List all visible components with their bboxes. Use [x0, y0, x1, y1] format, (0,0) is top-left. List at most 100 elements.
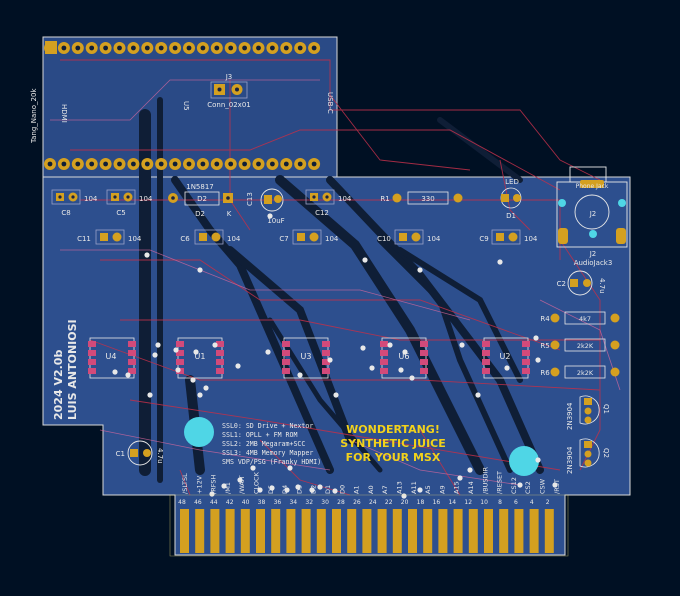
chip-pad [322, 359, 330, 365]
edge-pin-number: 18 [417, 499, 425, 506]
edge-signal-label: A13 [396, 481, 404, 494]
via [144, 252, 150, 258]
header-drill-top [158, 45, 164, 51]
edge-finger [286, 509, 296, 553]
header-drill-top [256, 45, 261, 51]
header-drill-top [242, 45, 248, 51]
edge-finger [180, 509, 189, 553]
via [504, 365, 510, 371]
edge-pin-number: 44 [210, 499, 218, 506]
edge-signal-label: D1 [324, 485, 332, 494]
chip-pad [282, 359, 290, 365]
chip-pad [522, 341, 530, 347]
chip-pad [216, 368, 224, 374]
edge-signal-label: A9 [438, 485, 446, 494]
c7-value: 104 [325, 235, 339, 243]
j2-value: AudioJack3 [574, 259, 613, 267]
chip-body [483, 337, 529, 379]
chip-pad [420, 359, 428, 365]
mount-hole-right [509, 446, 539, 476]
c8-value: 104 [84, 195, 98, 203]
edge-pin-number: 36 [274, 499, 282, 506]
edge-signal-label: CSW [539, 478, 547, 494]
header-drill-top [144, 45, 150, 51]
c5-ref: C5 [116, 209, 125, 217]
r4-value: 4k7 [579, 315, 591, 323]
c2-ref: C2 [557, 280, 566, 288]
chip-pad [482, 350, 490, 356]
edge-pin-number: 40 [242, 499, 250, 506]
chip-pad [176, 359, 184, 365]
via [155, 342, 161, 348]
via [387, 342, 393, 348]
via [221, 483, 227, 489]
c2-body [567, 270, 593, 296]
main-board [42, 176, 631, 556]
header-drill-top [228, 45, 234, 51]
chip-pad [380, 368, 388, 374]
c1-value: 4.7u [156, 448, 164, 464]
module-label: Tang_Nano_20k [30, 88, 38, 144]
via [333, 392, 339, 398]
chip-pad [128, 368, 136, 374]
via [457, 475, 463, 481]
r1-value: 330 [421, 195, 434, 203]
cap-row-top [51, 189, 335, 205]
header-drill-bottom [103, 161, 108, 167]
u2-ref: U2 [500, 352, 511, 361]
hdmi-label: HDMI [60, 104, 68, 123]
q2-ref: Q2 [602, 448, 610, 458]
c6-value: 104 [227, 235, 241, 243]
edge-finger [256, 509, 265, 553]
d2-k: K [227, 210, 232, 218]
edge-pin-number: 6 [514, 499, 518, 506]
chip-pad [216, 359, 224, 365]
via [197, 267, 203, 273]
slot-0: SSL0: SD Drive + Nextor [222, 422, 313, 430]
via [535, 457, 541, 463]
edge-signal-label: /M1 [224, 482, 232, 494]
edge-pin-number: 10 [480, 499, 488, 506]
c9-value: 104 [524, 235, 538, 243]
j3-value: Conn_02x01 [207, 101, 251, 109]
edge-signal-label: /BUSDIR [481, 467, 489, 494]
edge-signal-label: A1 [353, 485, 361, 494]
chip-pad [128, 350, 136, 356]
via [173, 347, 179, 353]
via [147, 392, 153, 398]
chip-pad [88, 368, 96, 374]
edge-finger [332, 509, 341, 553]
edge-signal-label: A11 [410, 481, 418, 494]
edge-finger [301, 509, 311, 553]
d2-inner-ref: D2 [197, 195, 207, 203]
chip-pad [176, 350, 184, 356]
edge-pin-number: 14 [448, 499, 456, 506]
edge-finger [544, 509, 554, 553]
edge-pin-number: 48 [178, 499, 186, 506]
header-drill-bottom [214, 161, 220, 167]
d2-body [184, 191, 220, 206]
chip-pad [128, 359, 136, 365]
year-version: 2024 V2.0b [52, 350, 65, 420]
via [409, 375, 415, 381]
header-drill-top [270, 45, 275, 51]
edge-signal-label: CS12 [510, 477, 518, 494]
via [152, 352, 158, 358]
edge-signal-label: /WAIT [238, 475, 246, 494]
headline-1: WONDERTANG! [346, 423, 440, 436]
edge-pin-number: 32 [305, 499, 313, 506]
edge-finger [529, 509, 539, 553]
via [332, 488, 338, 494]
via [197, 392, 203, 398]
chip-body [177, 337, 223, 379]
chip-pad [380, 359, 388, 365]
via [398, 367, 404, 373]
edge-pin-number: 2 [546, 499, 550, 506]
edge-pin-number: 34 [289, 499, 297, 506]
r6-value: 2k2K [577, 369, 594, 377]
via [475, 392, 481, 398]
header-drill-bottom [89, 161, 95, 167]
edge-pin-number: 46 [194, 499, 202, 506]
pink-traces [50, 79, 621, 486]
edge-finger [484, 509, 493, 553]
